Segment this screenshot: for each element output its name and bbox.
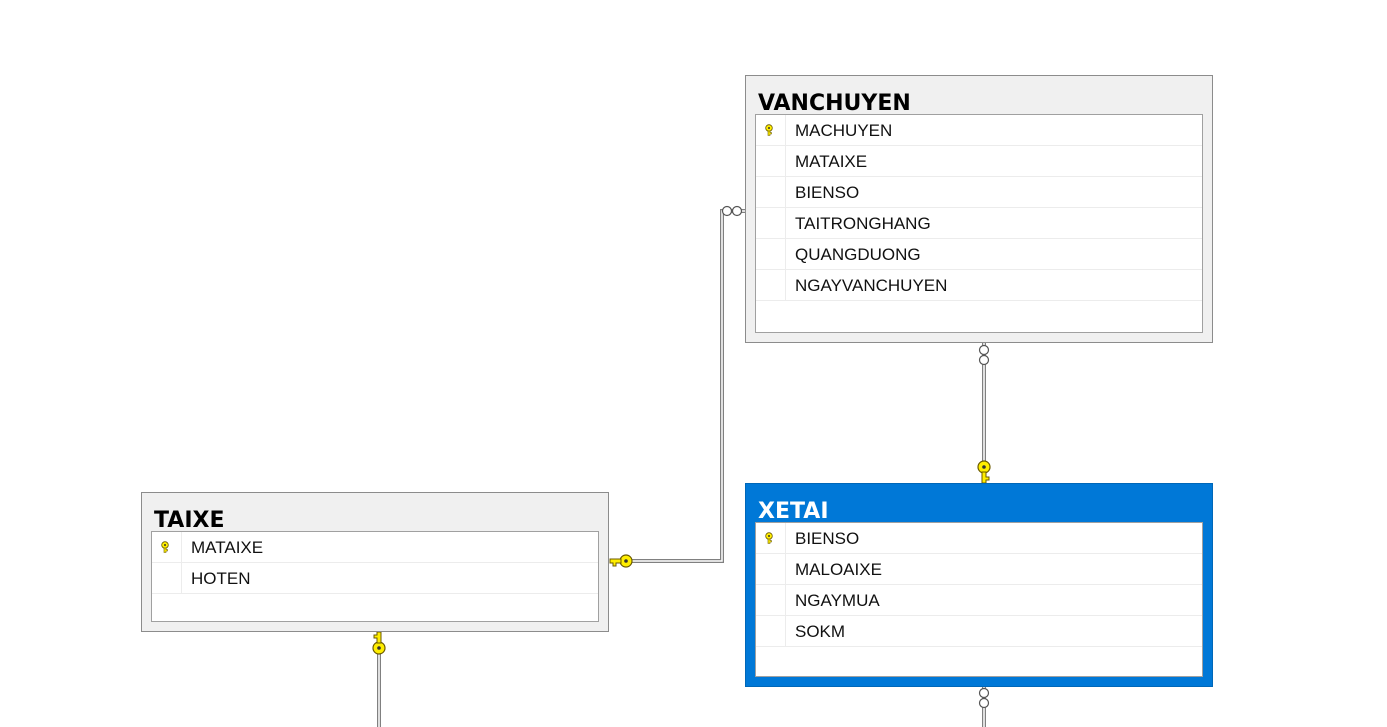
column-name: MATAIXE [795, 152, 868, 171]
column-name: BIENSO [795, 529, 860, 548]
column-name: MACHUYEN [795, 121, 893, 140]
column-name: BIENSO [795, 183, 860, 202]
key-icon [161, 541, 169, 553]
column-row[interactable]: MATAIXE [152, 532, 598, 563]
column-name: NGAYVANCHUYEN [795, 276, 948, 295]
column-row[interactable]: MATAIXE [756, 146, 1202, 177]
row-selector[interactable] [756, 177, 786, 207]
column-name: HOTEN [191, 569, 251, 588]
column-row[interactable]: NGAYMUA [756, 585, 1202, 616]
key-connector-icon [372, 631, 386, 655]
column-row[interactable]: BIENSO [756, 523, 1202, 554]
key-icon [765, 124, 773, 136]
row-selector[interactable] [152, 563, 182, 593]
column-row[interactable]: QUANGDUONG [756, 239, 1202, 270]
column-name: NGAYMUA [795, 591, 880, 610]
relationship-xetai-offscreen[interactable] [978, 686, 990, 727]
table-title[interactable]: VANCHUYEN [758, 91, 911, 116]
column-grid: MACHUYEN MATAIXE BIENSO TAITRONGHANG QUA… [755, 114, 1203, 333]
infinity-connector-icon [721, 205, 743, 217]
table-title[interactable]: TAIXE [154, 508, 225, 533]
column-row[interactable]: TAITRONGHANG [756, 208, 1202, 239]
column-row[interactable]: MALOAIXE [756, 554, 1202, 585]
row-selector[interactable] [152, 532, 182, 562]
row-selector[interactable] [756, 554, 786, 584]
column-row[interactable]: MACHUYEN [756, 115, 1202, 146]
key-connector-icon [977, 460, 991, 484]
column-row[interactable]: BIENSO [756, 177, 1202, 208]
column-name: QUANGDUONG [795, 245, 921, 264]
column-row[interactable]: NGAYVANCHUYEN [756, 270, 1202, 301]
table-vanchuyen[interactable]: VANCHUYEN MACHUYEN MATAIXE BIENSO TAITRO… [745, 75, 1213, 343]
column-grid: BIENSO MALOAIXE NGAYMUA SOKM [755, 522, 1203, 677]
key-icon [765, 532, 773, 544]
key-connector-icon [609, 554, 633, 568]
infinity-connector-icon [978, 687, 990, 709]
column-row[interactable]: SOKM [756, 616, 1202, 647]
infinity-connector-icon [978, 344, 990, 366]
relationship-taixe-offscreen[interactable] [372, 631, 386, 727]
relationship-vanchuyen-xetai[interactable] [977, 342, 991, 484]
row-selector[interactable] [756, 585, 786, 615]
column-name: MALOAIXE [795, 560, 882, 579]
column-grid: MATAIXE HOTEN [151, 531, 599, 622]
row-selector[interactable] [756, 146, 786, 176]
column-name: SOKM [795, 622, 846, 641]
row-selector[interactable] [756, 115, 786, 145]
row-selector[interactable] [756, 208, 786, 238]
row-selector[interactable] [756, 523, 786, 553]
column-row[interactable]: HOTEN [152, 563, 598, 594]
column-name: TAITRONGHANG [795, 214, 931, 233]
table-taixe[interactable]: TAIXE MATAIXE HOTEN [141, 492, 609, 632]
row-selector[interactable] [756, 239, 786, 269]
table-xetai[interactable]: XETAI BIENSO MALOAIXE NGAYMUA SOKM [745, 483, 1213, 687]
column-name: MATAIXE [191, 538, 264, 557]
row-selector[interactable] [756, 270, 786, 300]
row-selector[interactable] [756, 616, 786, 646]
table-title[interactable]: XETAI [758, 499, 829, 524]
relationship-vanchuyen-taixe[interactable] [609, 205, 746, 568]
